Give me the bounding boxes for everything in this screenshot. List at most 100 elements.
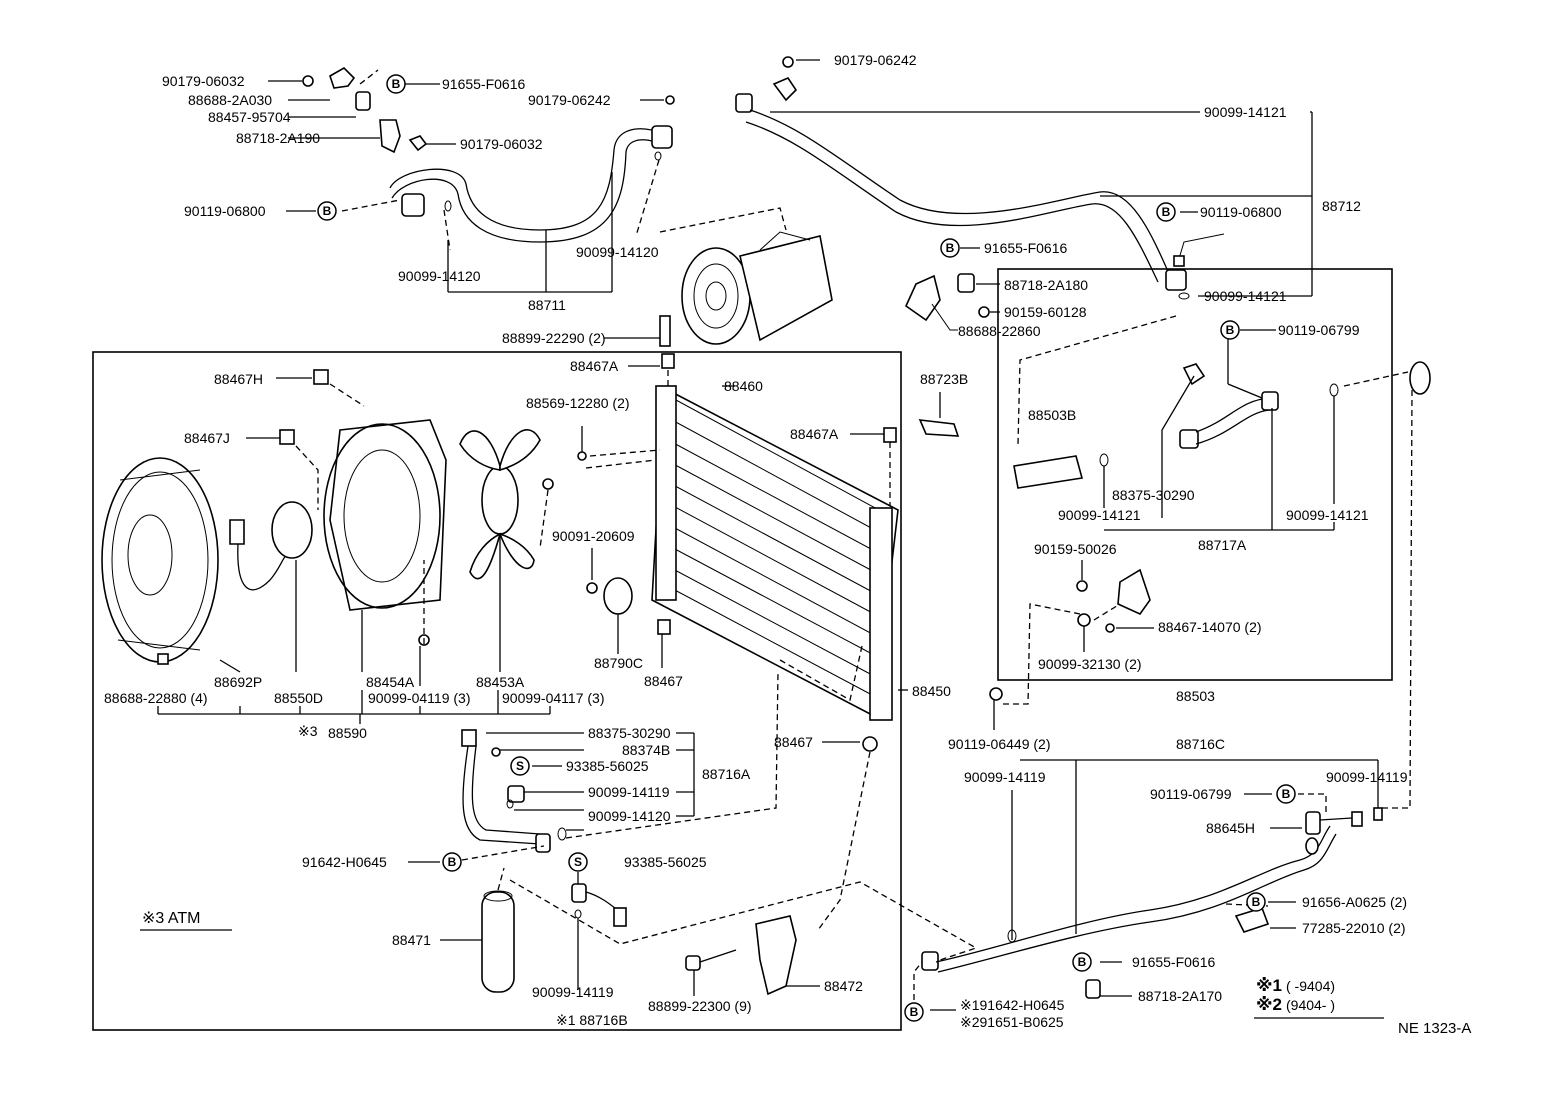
part-label: 88723B bbox=[920, 371, 968, 387]
part-label: 90179-06032 bbox=[460, 136, 543, 152]
receiver-88471 bbox=[440, 867, 978, 993]
part-label: 90099-14121 bbox=[1204, 104, 1287, 120]
part-label: 90099-14119 bbox=[1326, 769, 1408, 785]
part-labels: 90179-06032 88688-2A030 88457-95704 8871… bbox=[104, 52, 1408, 1030]
b-symbol-letter: B bbox=[1162, 205, 1171, 219]
part-label: 90179-06242 bbox=[528, 92, 611, 108]
s-symbol-letter: S bbox=[574, 855, 582, 869]
part-label: 88569-12280 (2) bbox=[526, 395, 630, 411]
part-label: 88688-22860 bbox=[958, 323, 1041, 339]
part-label: 90119-06799 bbox=[1150, 786, 1232, 802]
legend-range-1: ( -9404) bbox=[1286, 978, 1335, 994]
legend-mark-1: ※1 bbox=[1256, 976, 1282, 995]
part-label: 88503B bbox=[1028, 407, 1076, 423]
legend-range-2: (9404- ) bbox=[1286, 997, 1335, 1013]
bracket-88472 bbox=[685, 915, 820, 996]
part-label: 88716A bbox=[702, 766, 751, 782]
b-symbol-letter: B bbox=[1252, 895, 1261, 909]
part-label: 91642-H0645 bbox=[302, 854, 387, 870]
part-label: 90099-14120 bbox=[588, 808, 671, 824]
part-label: 88899-22290 (2) bbox=[502, 330, 606, 346]
condenser-88460 bbox=[577, 353, 908, 931]
part-label: 88550D bbox=[274, 690, 323, 706]
part-label: 91655-F0616 bbox=[1132, 954, 1216, 970]
part-label: 93385-56025 bbox=[566, 758, 649, 774]
part-label: 90119-06800 bbox=[1200, 204, 1282, 220]
seal-88723b bbox=[918, 419, 960, 437]
part-label: 93385-56025 bbox=[624, 854, 707, 870]
s-symbol bbox=[568, 852, 588, 872]
part-label: 90099-04119 (3) bbox=[368, 690, 470, 706]
s-symbol-letter: S bbox=[516, 759, 524, 773]
part-label: 88460 bbox=[724, 378, 763, 394]
part-label: 88472 bbox=[824, 978, 863, 994]
b-symbol bbox=[1220, 320, 1240, 340]
b-symbol bbox=[904, 1002, 924, 1022]
part-label: 90099-14120 bbox=[576, 244, 659, 260]
suction-hose-88711 bbox=[286, 95, 675, 293]
part-label: 88471 bbox=[392, 932, 431, 948]
part-label: 88467A bbox=[790, 426, 839, 442]
bracket-88790c bbox=[586, 548, 633, 654]
part-label: ※3 bbox=[298, 723, 318, 739]
part-label: 90179-06242 bbox=[834, 52, 917, 68]
part-label: 90099-14121 bbox=[1204, 288, 1287, 304]
b-symbol bbox=[1246, 892, 1266, 912]
part-label: 90119-06800 bbox=[184, 203, 266, 219]
part-label: 88503 bbox=[1176, 688, 1215, 704]
part-label: 88645H bbox=[1206, 820, 1255, 836]
b-symbol-letter: B bbox=[323, 204, 332, 218]
compressor bbox=[604, 207, 833, 347]
part-label: 90099-14120 bbox=[398, 268, 481, 284]
part-label: 88453A bbox=[476, 674, 525, 690]
part-label: 90159-60128 bbox=[1004, 304, 1087, 320]
part-label: 88454A bbox=[366, 674, 415, 690]
part-label: 88712 bbox=[1322, 198, 1361, 214]
part-label: 88467H bbox=[214, 371, 263, 387]
part-label: 88688-22880 (4) bbox=[104, 690, 208, 706]
part-label: 88375-30290 bbox=[588, 725, 671, 741]
evaporator-group-frame bbox=[997, 268, 1393, 681]
part-label: 88374B bbox=[622, 742, 670, 758]
b-symbol bbox=[940, 238, 960, 258]
part-label: 90179-06032 bbox=[162, 73, 245, 89]
part-label: 88467-14070 (2) bbox=[1158, 619, 1262, 635]
part-label: 90099-14121 bbox=[1286, 507, 1369, 523]
part-label: 90099-14119 bbox=[588, 784, 670, 800]
legend-mark-2: ※2 bbox=[1256, 995, 1282, 1014]
part-label: 77285-22010 (2) bbox=[1302, 920, 1406, 936]
symbol-circles: B B B B B B B B B B S S bbox=[317, 74, 1296, 1022]
part-label: 90099-14121 bbox=[1058, 507, 1141, 523]
part-label: 90119-06449 (2) bbox=[948, 736, 1050, 752]
part-label: 90099-14119 bbox=[964, 769, 1046, 785]
part-label: 88717A bbox=[1198, 537, 1247, 553]
part-label: 88450 bbox=[912, 683, 951, 699]
part-label: 90091-20609 bbox=[552, 528, 635, 544]
part-label: 90099-32130 (2) bbox=[1038, 656, 1142, 672]
part-label: 88716C bbox=[1176, 736, 1225, 752]
part-label: 88467J bbox=[184, 430, 230, 446]
part-label: 88790C bbox=[594, 655, 643, 671]
discharge-hose-88712 bbox=[735, 56, 1313, 300]
pipe-88716c bbox=[913, 759, 1383, 1011]
part-label: 91656-A0625 (2) bbox=[1302, 894, 1407, 910]
part-label: 88718-2A170 bbox=[1138, 988, 1222, 1004]
evaporator-group bbox=[989, 329, 1431, 809]
atm-note-text: ※3 ATM bbox=[142, 910, 200, 927]
part-label: 88375-30290 bbox=[1112, 487, 1195, 503]
b-symbol bbox=[442, 852, 462, 872]
bracket-cluster bbox=[268, 67, 456, 154]
part-label: 88688-2A030 bbox=[188, 92, 272, 108]
part-label: 90119-06799 bbox=[1278, 322, 1360, 338]
b-symbol-letter: B bbox=[1226, 323, 1235, 337]
part-label: 88899-22300 (9) bbox=[648, 998, 752, 1014]
fan-assembly bbox=[101, 369, 554, 724]
bracket-88688-22860 bbox=[904, 247, 1177, 445]
b-symbol-letter: B bbox=[1078, 955, 1087, 969]
part-label: 88711 bbox=[528, 297, 566, 313]
part-label: 91655-F0616 bbox=[984, 240, 1068, 256]
part-label: ※291651-B0625 bbox=[960, 1014, 1064, 1030]
part-label: 88467 bbox=[774, 734, 813, 750]
b-symbol-letter: B bbox=[392, 77, 401, 91]
